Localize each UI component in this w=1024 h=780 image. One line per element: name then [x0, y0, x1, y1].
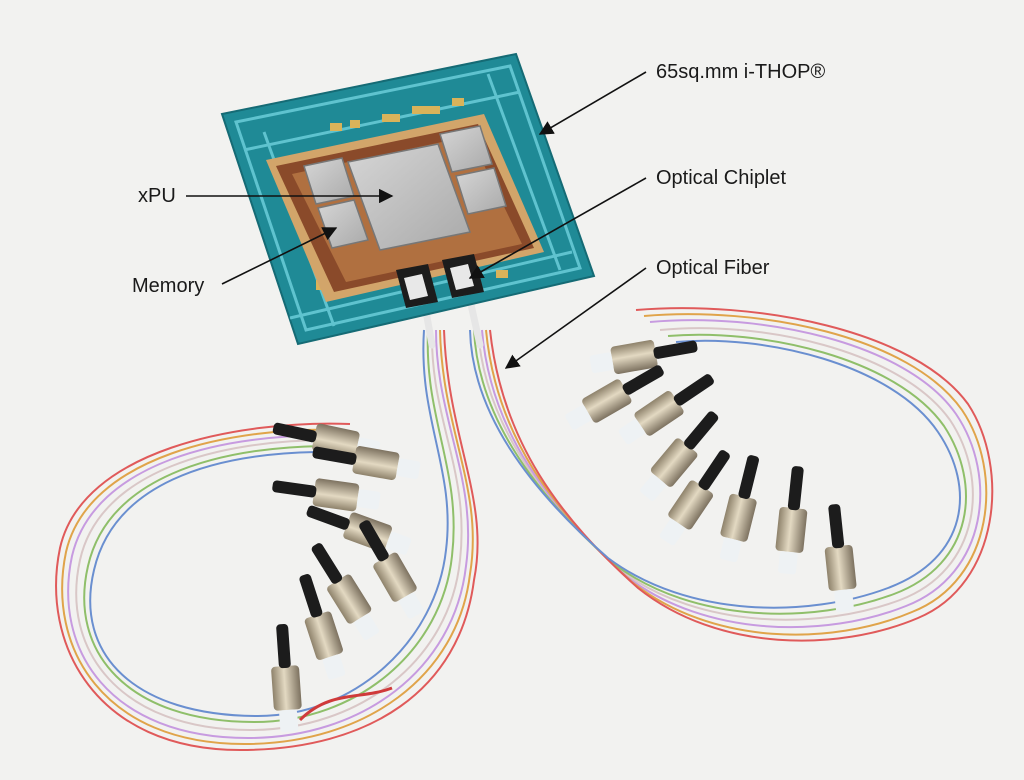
callout-memory: Memory: [132, 275, 205, 297]
fiber-bundle-left: [55, 329, 479, 752]
callout-package: 65sq.mm i-THOP®: [656, 61, 826, 83]
callout-optical-fiber: Optical Fiber: [656, 257, 770, 279]
optical-chiplets: [396, 254, 484, 308]
arrow-optical-fiber: [504, 267, 647, 369]
callout-optical-chiplet: Optical Chiplet: [656, 167, 787, 189]
fiber-bundle-right: [469, 307, 994, 642]
callout-xpu: xPU: [138, 185, 176, 207]
xpu-die: [346, 143, 472, 251]
callout-arrows: [186, 71, 647, 369]
memory-dies: [303, 125, 507, 249]
fiber-connectors-left: [271, 422, 424, 733]
arrow-package: [538, 71, 647, 135]
arrow-optical-chiplet: [468, 177, 647, 279]
arrow-memory: [221, 227, 338, 285]
fiber-connectors-right: [565, 340, 857, 613]
